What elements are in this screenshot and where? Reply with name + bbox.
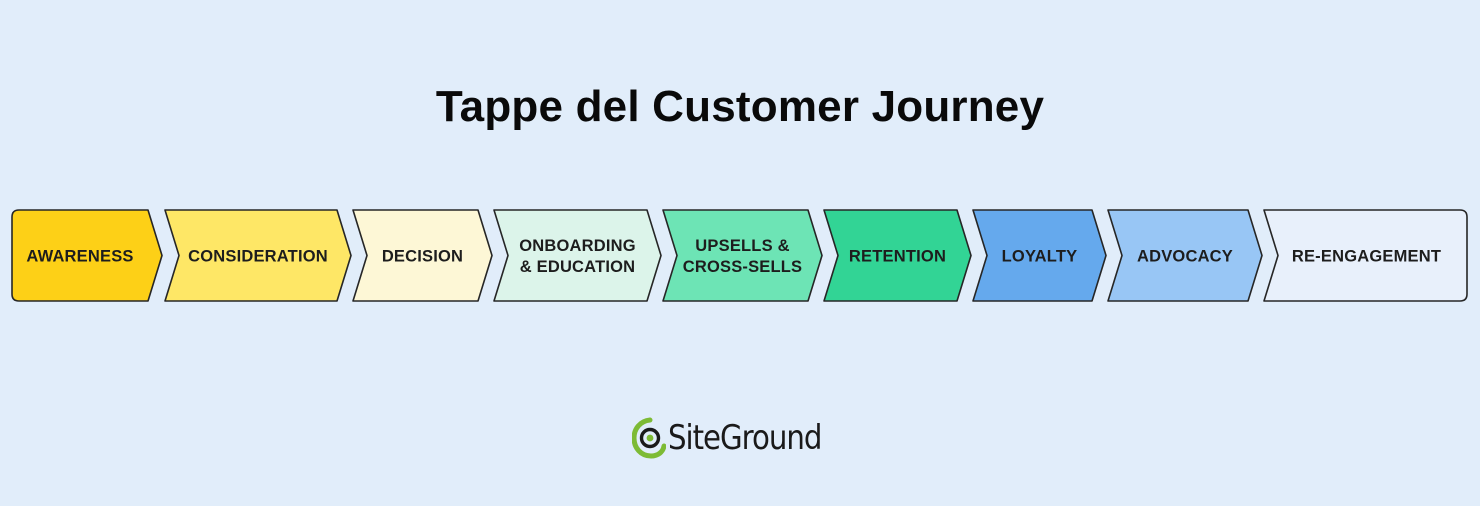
stage-label: CROSS-SELLS: [683, 258, 803, 276]
stage-chevron: [164, 209, 352, 302]
stage-chevron: [493, 209, 662, 302]
stage-label: & EDUCATION: [520, 258, 636, 276]
stage-label: RE-ENGAGEMENT: [1292, 248, 1441, 266]
siteground-logo: SiteGround: [632, 412, 846, 464]
stage-label: CONSIDERATION: [188, 248, 328, 266]
stage-label: LOYALTY: [1002, 248, 1078, 266]
stage-chevron: [823, 209, 972, 302]
stage-chevron: [972, 209, 1107, 302]
stage-label: ADVOCACY: [1137, 248, 1233, 266]
page-title: Tappe del Customer Journey: [435, 82, 1045, 131]
stage-chevron: [662, 209, 823, 302]
stage-label: AWARENESS: [26, 248, 133, 266]
stage-chevron: [11, 209, 163, 302]
logo-wordmark: SiteGround: [668, 418, 822, 458]
stage-chevron: [1107, 209, 1263, 302]
stage-chevron: [352, 209, 493, 302]
journey-stages: AWARENESS CONSIDERATION DECISION ONBOARDING…: [11, 209, 1468, 302]
stage-label: RETENTION: [849, 248, 946, 266]
siteground-swirl-icon: [632, 417, 666, 459]
stage-label: DECISION: [382, 248, 463, 266]
stage-chevron: [1263, 209, 1468, 302]
stage-label: UPSELLS &: [695, 237, 789, 255]
stage-label: ONBOARDING: [519, 237, 636, 255]
